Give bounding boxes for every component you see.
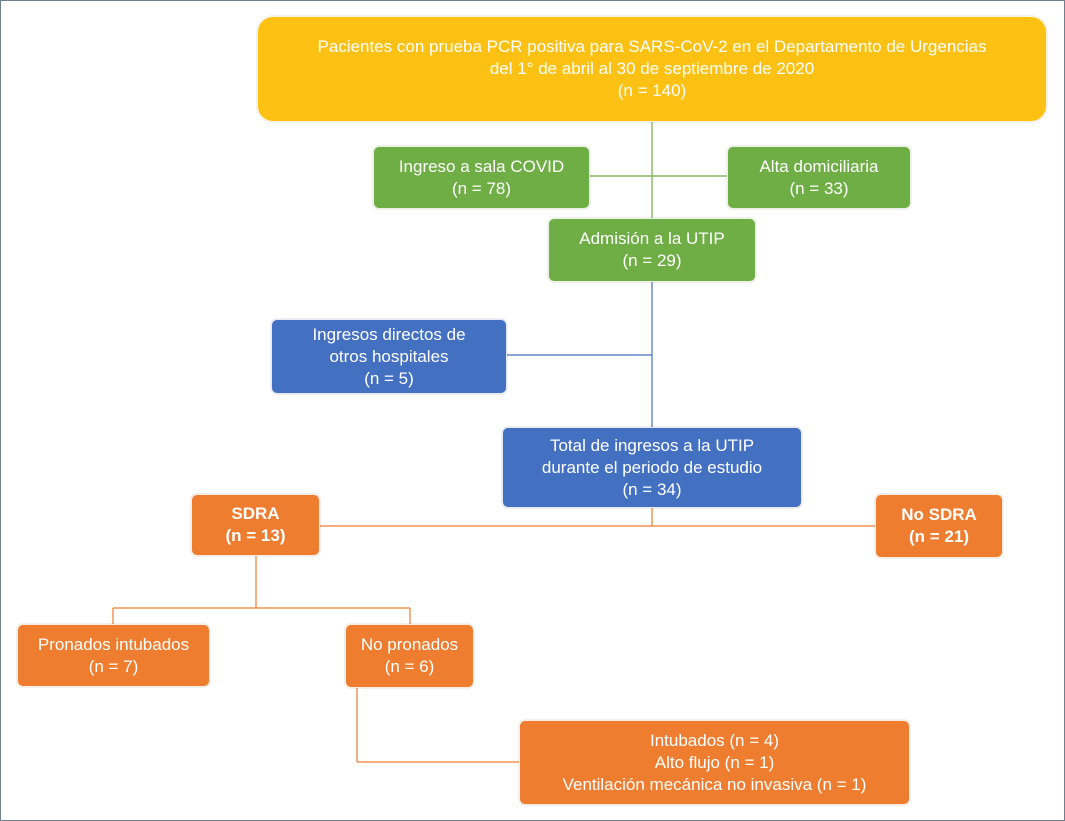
root-count: (n = 140) <box>617 81 687 100</box>
sdra-node: SDRA (n = 13) <box>191 494 320 556</box>
total-utip-line-1: Total de ingresos a la UTIP <box>549 435 755 455</box>
root-line-2: del 1° de abril al 30 de septiembre de 2… <box>489 59 815 78</box>
utip-admission-count: (n = 29) <box>622 251 682 270</box>
covid-ward-node: Ingreso a sala COVID (n = 78) <box>373 146 590 209</box>
total-utip-count: (n = 34) <box>622 479 682 499</box>
utip-admission-label: Admisión a la UTIP <box>579 229 725 248</box>
covid-ward-count: (n = 78) <box>451 178 512 198</box>
home-discharge-label: Alta domiciliaria <box>759 156 879 176</box>
not-proned-label: No pronados <box>360 635 459 654</box>
home-discharge-count: (n = 33) <box>789 178 849 198</box>
proned-intubated-count: (n = 7) <box>88 656 139 676</box>
root-node: Pacientes con prueba PCR positiva para S… <box>257 16 1047 122</box>
direct-transfers-line-2: otros hospitales <box>329 346 449 366</box>
not-proned-detail-line-1: Intubados (n = 4) <box>649 730 779 750</box>
direct-transfers-node: Ingresos directos de otros hospitales (n… <box>271 319 507 394</box>
not-proned-count: (n = 6) <box>384 657 435 676</box>
no-sdra-node: No SDRA (n = 21) <box>875 494 1003 558</box>
direct-transfers-line-1: Ingresos directos de <box>312 324 466 344</box>
proned-intubated-label: Pronados intubados <box>37 634 190 654</box>
utip-admission-node: Admisión a la UTIP (n = 29) <box>548 218 756 282</box>
not-proned-detail-line-3: Ventilación mecánica no invasiva (n = 1) <box>562 774 867 794</box>
not-proned-node: No pronados (n = 6) <box>345 624 474 688</box>
covid-ward-label: Ingreso a sala COVID <box>398 156 565 176</box>
home-discharge-node: Alta domiciliaria (n = 33) <box>727 146 911 209</box>
total-utip-line-2: durante el periodo de estudio <box>541 457 763 477</box>
sdra-count: (n = 13) <box>225 526 286 545</box>
proned-intubated-node: Pronados intubados (n = 7) <box>17 624 210 687</box>
sdra-label: SDRA <box>231 504 280 523</box>
no-sdra-count: (n = 21) <box>909 527 969 546</box>
root-line-1: Pacientes con prueba PCR positiva para S… <box>317 37 987 56</box>
no-sdra-label: No SDRA <box>901 505 977 524</box>
total-utip-node: Total de ingresos a la UTIP durante el p… <box>502 427 802 508</box>
direct-transfers-count: (n = 5) <box>364 368 414 388</box>
not-proned-detail-node: Intubados (n = 4) Alto flujo (n = 1) Ven… <box>519 720 910 805</box>
not-proned-detail-line-2: Alto flujo (n = 1) <box>654 752 775 772</box>
